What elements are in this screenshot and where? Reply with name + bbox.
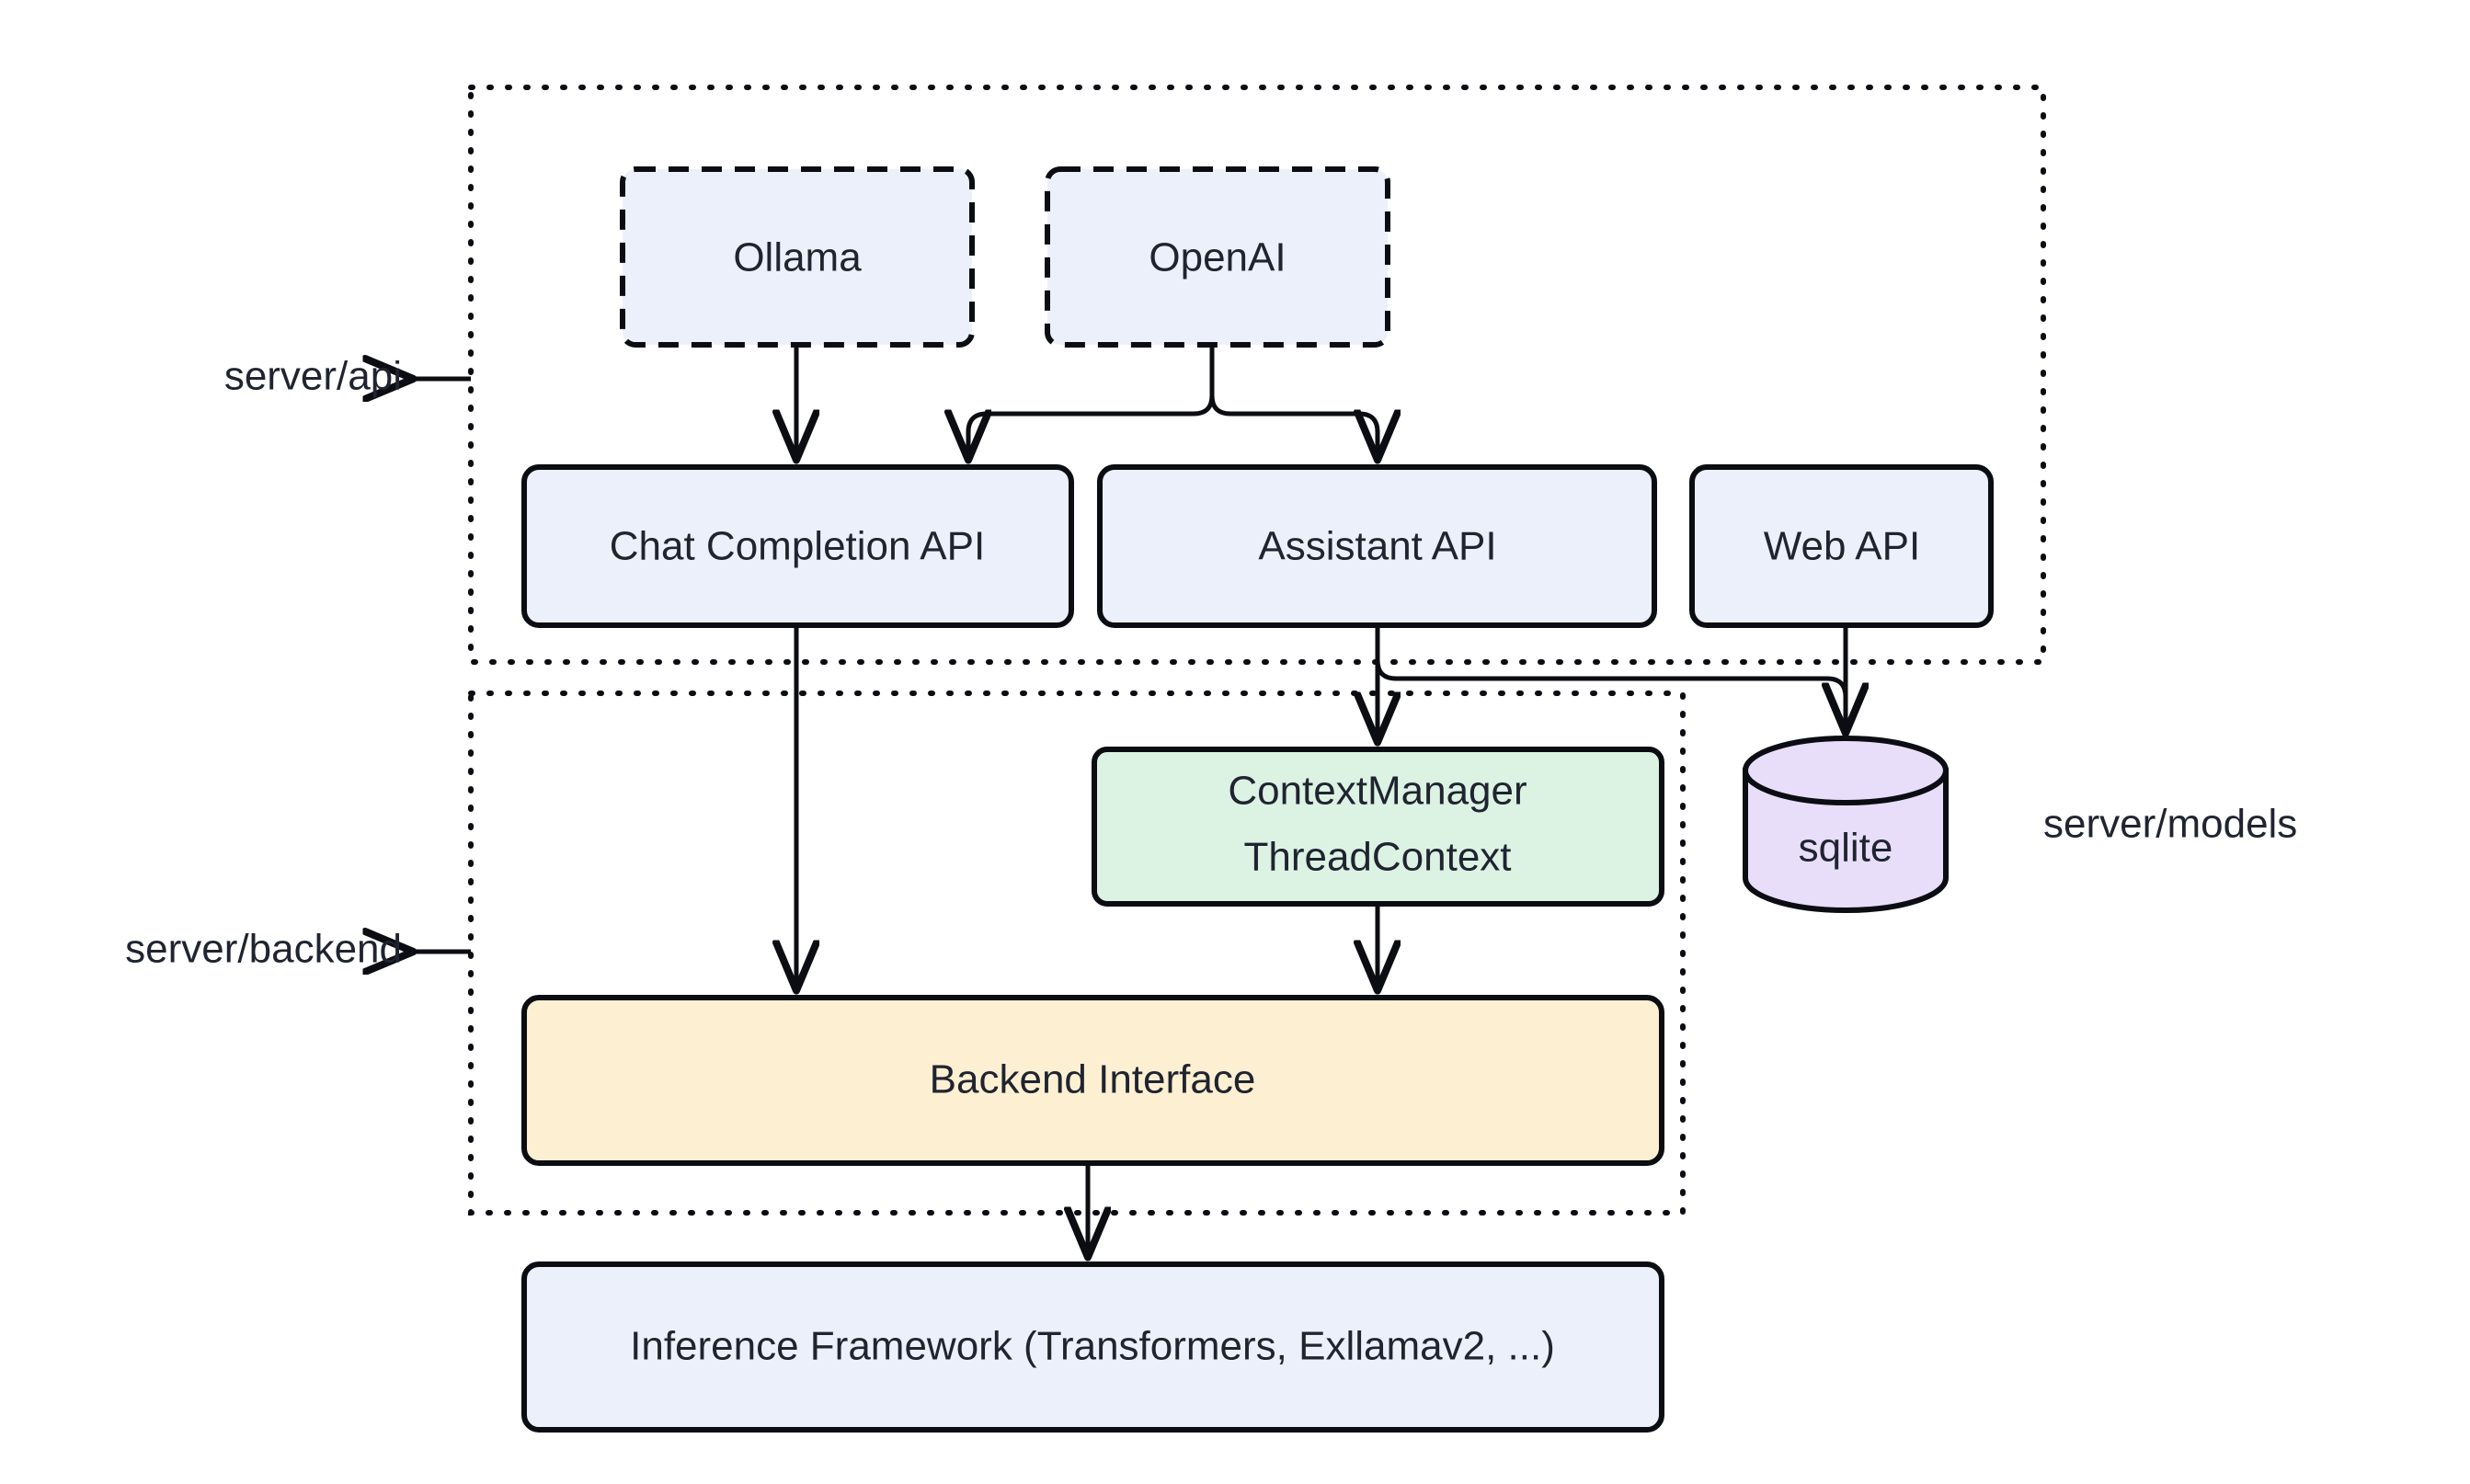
- node-inference-framework[interactable]: Inference Framework (Transformers, Exlla…: [521, 1261, 1664, 1433]
- node-assistant-api[interactable]: Assistant API: [1097, 464, 1657, 628]
- node-backend-interface-shape: [521, 995, 1664, 1166]
- node-sqlite-top: [1743, 736, 1949, 805]
- node-openai-label: OpenAI: [1149, 235, 1286, 280]
- node-ollama-label: Ollama: [733, 235, 862, 280]
- node-sqlite-body: [1743, 768, 1949, 913]
- node-assistant-api-label: Assistant API: [1258, 524, 1496, 569]
- node-chat-completion-api-shape: [521, 464, 1074, 628]
- node-sqlite-label: sqlite: [1799, 826, 1893, 871]
- node-context-manager-label-line1: ContextManager: [1228, 769, 1527, 814]
- edge-assistant-api-to-sqlite: [1375, 625, 1846, 731]
- node-inference-framework-shape: [521, 1261, 1664, 1433]
- node-openai-shape: [1045, 166, 1390, 348]
- node-backend-interface[interactable]: Backend Interface: [521, 995, 1664, 1166]
- node-inference-framework-label: Inference Framework (Transformers, Exlla…: [630, 1324, 1555, 1369]
- node-web-api-label: Web API: [1764, 524, 1920, 569]
- cluster-server-models-label: server/models: [2043, 802, 2297, 847]
- node-web-api[interactable]: Web API: [1689, 464, 1994, 628]
- node-chat-completion-api[interactable]: Chat Completion API: [521, 464, 1074, 628]
- node-ollama[interactable]: Ollama: [620, 166, 975, 348]
- node-openai[interactable]: OpenAI: [1045, 166, 1390, 348]
- node-chat-completion-api-label: Chat Completion API: [610, 524, 985, 569]
- node-web-api-shape: [1689, 464, 1994, 628]
- cluster-server-api: server/api: [224, 85, 2046, 665]
- node-context-manager[interactable]: ContextManager ThreadContext: [1092, 747, 1664, 907]
- node-context-manager-label-line2: ThreadContext: [1243, 835, 1511, 880]
- cluster-server-api-border: [468, 85, 2046, 665]
- node-assistant-api-shape: [1097, 464, 1657, 628]
- cluster-server-api-label: server/api: [224, 354, 402, 399]
- cluster-server-backend-label: server/backend: [125, 927, 402, 972]
- node-sqlite[interactable]: sqlite: [1743, 736, 1949, 913]
- edge-openai-to-chat-completion-api: [968, 345, 1215, 458]
- node-ollama-shape: [620, 166, 975, 348]
- node-backend-interface-label: Backend Interface: [930, 1057, 1256, 1102]
- edge-openai-to-assistant-api: [1209, 345, 1378, 458]
- node-context-manager-shape: [1092, 747, 1664, 907]
